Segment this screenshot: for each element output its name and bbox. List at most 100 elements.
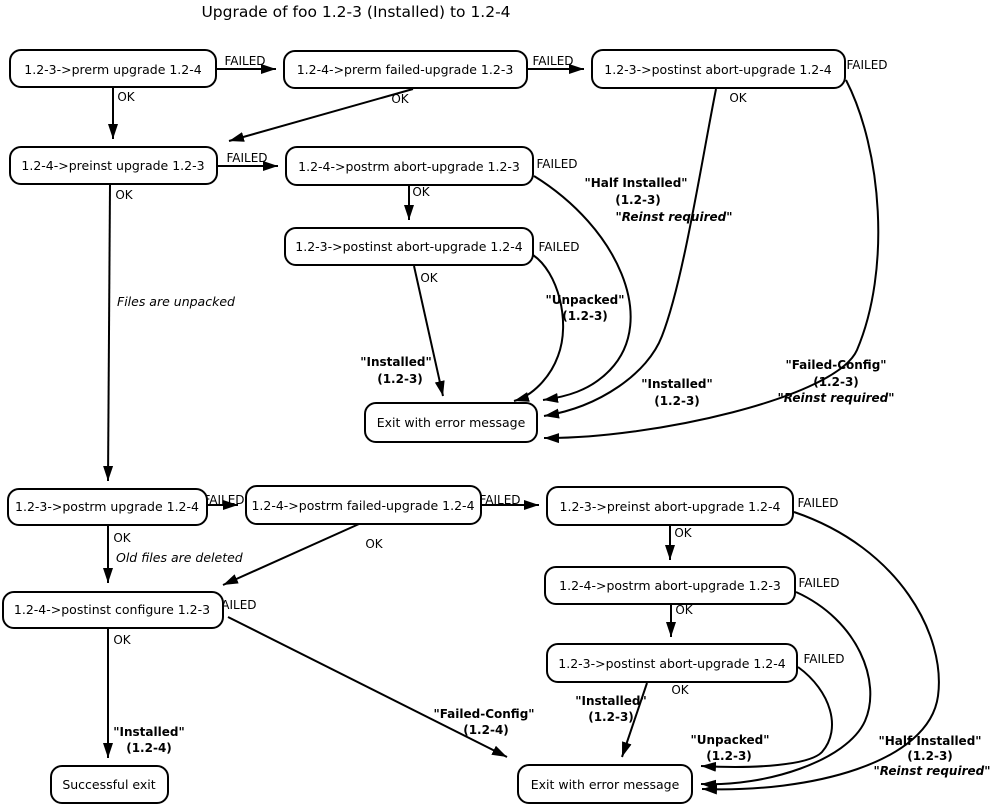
node-prerm-upgrade-box	[9, 49, 217, 88]
label-ok-5: OK	[420, 271, 438, 285]
state-half-installed-mid: "Half Installed" (1.2-3) "Reinst require…	[584, 176, 732, 224]
node-successful-exit-box	[50, 765, 169, 804]
node-postinst-configure-label: 1.2-4->postinst configure 1.2-3	[14, 602, 210, 617]
label-failed-1: FAILED	[224, 54, 265, 68]
edge-prerm-failed-upgrade-ok	[228, 88, 414, 142]
label-failed-7: FAILED	[203, 493, 244, 507]
node-postrm-abort-top-box	[285, 146, 534, 186]
node-postrm-abort-top: 1.2-4->postrm abort-upgrade 1.2-3	[285, 146, 534, 186]
annotation-old-files-deleted: Old files are deleted	[116, 550, 243, 565]
node-exit-error-top-label: Exit with error message	[377, 415, 526, 430]
label-failed-2: FAILED	[532, 54, 573, 68]
label-failed-8: FAILED	[479, 493, 520, 507]
edge-postrm-abort-top-failed	[533, 175, 632, 403]
edge-preinst-upgrade-ok	[103, 184, 114, 482]
node-exit-error-bottom-box	[517, 764, 693, 804]
edge-postinst-abort-bottom-failed	[700, 666, 833, 772]
label-ok-10: OK	[675, 603, 693, 617]
state-line: "Reinst required"	[874, 764, 991, 778]
flowchart-edge-labels: FAILED FAILED OK OK FAILED OK OK FAILED …	[113, 54, 887, 697]
label-failed-11: FAILED	[803, 652, 844, 666]
state-line: "Installed"	[575, 694, 646, 708]
state-installed-bottom-left: "Installed" (1.2-4)	[113, 725, 184, 755]
node-postinst-abort-mid-box	[284, 227, 534, 266]
node-postinst-abort-bottom: 1.2-3->postinst abort-upgrade 1.2-4	[546, 643, 798, 683]
state-installed-mid-right: "Installed" (1.2-3)	[641, 377, 712, 408]
state-line: "Installed"	[641, 377, 712, 391]
label-ok-3: OK	[115, 188, 133, 202]
state-installed-mid-left: "Installed" (1.2-3)	[360, 355, 431, 386]
state-half-installed-bottom: "Half Installed" (1.2-3) "Reinst require…	[874, 734, 991, 778]
node-postinst-abort-topright-label: 1.2-3->postinst abort-upgrade 1.2-4	[604, 62, 831, 77]
node-postinst-configure: 1.2-4->postinst configure 1.2-3	[2, 591, 224, 629]
diagram-title: Upgrade of foo 1.2-3 (Installed) to 1.2-…	[201, 3, 510, 21]
state-line: (1.2-3)	[615, 193, 661, 207]
node-prerm-upgrade-label: 1.2-3->prerm upgrade 1.2-4	[24, 62, 201, 77]
label-ok-7: OK	[113, 531, 131, 545]
state-line: (1.2-3)	[562, 309, 608, 323]
state-unpacked-mid: "Unpacked" (1.2-3)	[546, 293, 625, 323]
flowchart-edges	[103, 64, 940, 795]
label-failed-9: FAILED	[797, 496, 838, 510]
node-postinst-abort-mid-label: 1.2-3->postinst abort-upgrade 1.2-4	[295, 239, 522, 254]
state-line: (1.2-3)	[706, 749, 752, 763]
node-postrm-upgrade-box	[7, 488, 208, 526]
node-postrm-abort-bottom-box	[544, 566, 796, 605]
node-successful-exit-label: Successful exit	[62, 777, 155, 792]
state-line: (1.2-3)	[654, 394, 700, 408]
node-postinst-abort-bottom-label: 1.2-3->postinst abort-upgrade 1.2-4	[558, 656, 785, 671]
label-failed-10: FAILED	[798, 576, 839, 590]
label-ok-2: OK	[391, 92, 409, 106]
node-successful-exit: Successful exit	[50, 765, 169, 804]
node-postrm-failed-upgrade-label: 1.2-4->postrm failed-upgrade 1.2-4	[251, 498, 474, 513]
state-line: (1.2-3)	[813, 375, 859, 389]
label-ok-1: OK	[117, 90, 135, 104]
edge-postinst-configure-failed	[227, 616, 508, 758]
state-line: "Half Installed"	[584, 176, 687, 190]
state-unpacked-bottom: "Unpacked" (1.2-3)	[691, 733, 770, 763]
label-ok-6: OK	[729, 91, 747, 105]
node-postinst-configure-box	[2, 591, 224, 629]
node-exit-error-bottom: Exit with error message	[517, 764, 693, 804]
edge-postrm-failed-upgrade-ok	[222, 523, 360, 586]
label-failed-5: FAILED	[538, 240, 579, 254]
node-postrm-abort-bottom-label: 1.2-4->postrm abort-upgrade 1.2-3	[559, 578, 781, 593]
state-line: (1.2-3)	[377, 372, 423, 386]
state-line: "Half Installed"	[878, 734, 981, 748]
node-exit-error-bottom-label: Exit with error message	[531, 777, 680, 792]
node-postrm-abort-bottom: 1.2-4->postrm abort-upgrade 1.2-3	[544, 566, 796, 605]
edge-preinst-abort-failed	[701, 511, 940, 795]
label-failed-6: FAILED	[846, 58, 887, 72]
node-postrm-failed-upgrade-box	[245, 485, 482, 525]
annotation-files-unpacked: Files are unpacked	[117, 294, 235, 309]
node-postinst-abort-mid: 1.2-3->postinst abort-upgrade 1.2-4	[284, 227, 534, 266]
node-prerm-failed-upgrade-box	[283, 50, 528, 89]
node-postrm-abort-top-label: 1.2-4->postrm abort-upgrade 1.2-3	[298, 159, 520, 174]
node-preinst-upgrade-label: 1.2-4->preinst upgrade 1.2-3	[21, 158, 204, 173]
state-line: (1.2-4)	[463, 723, 509, 737]
node-postrm-upgrade-label: 1.2-3->postrm upgrade 1.2-4	[15, 499, 199, 514]
state-installed-bottom-mid: "Installed" (1.2-3)	[575, 694, 646, 724]
state-failed-config-mid: "Failed-Config" (1.2-3) "Reinst required…	[778, 358, 895, 405]
label-ok-11: OK	[671, 683, 689, 697]
node-preinst-upgrade-box	[9, 146, 218, 185]
node-preinst-abort-label: 1.2-3->preinst abort-upgrade 1.2-4	[560, 499, 781, 514]
state-line: "Unpacked"	[691, 733, 770, 747]
node-preinst-abort: 1.2-3->preinst abort-upgrade 1.2-4	[546, 486, 794, 526]
state-line: "Reinst required"	[778, 391, 895, 405]
edge-postrm-abort-bottom-failed	[700, 591, 872, 790]
node-postrm-upgrade: 1.2-3->postrm upgrade 1.2-4	[7, 488, 208, 526]
state-line: "Failed-Config"	[433, 707, 534, 721]
label-failed-12: FAILED	[215, 598, 256, 612]
node-prerm-failed-upgrade: 1.2-4->prerm failed-upgrade 1.2-3	[283, 50, 528, 89]
node-prerm-upgrade: 1.2-3->prerm upgrade 1.2-4	[9, 49, 217, 88]
node-exit-error-top: Exit with error message	[364, 402, 538, 443]
label-failed-4: FAILED	[536, 157, 577, 171]
state-line: (1.2-3)	[907, 749, 953, 763]
label-ok-4: OK	[412, 185, 430, 199]
state-line: "Unpacked"	[546, 293, 625, 307]
state-failed-config-bottom: "Failed-Config" (1.2-4)	[433, 707, 534, 737]
edge-postinst-abort-mid-failed	[513, 254, 565, 402]
